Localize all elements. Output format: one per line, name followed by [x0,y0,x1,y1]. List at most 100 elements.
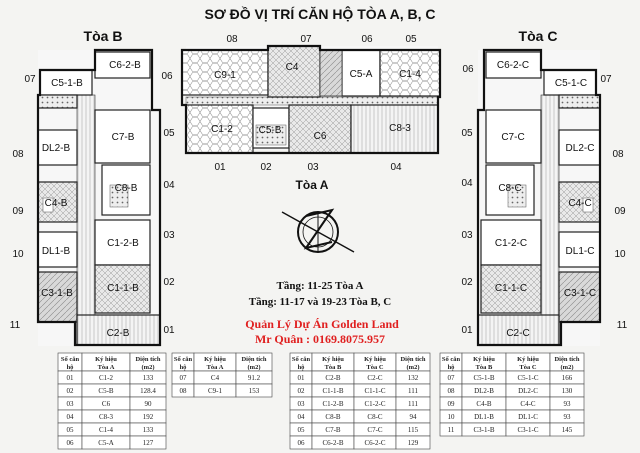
tower-c-plan [476,48,602,347]
unit-dl2-c [558,129,601,166]
table-header: Ký hiệu [517,356,539,363]
unit-number: 04 [390,162,402,173]
table-cell: C5-1-B [474,374,495,382]
tower-c-label: Tòa C [519,28,558,44]
floor-info-bc: Tầng: 11-17 và 19-23 Tòa B, C [249,296,392,308]
table-cell: DL2-B [474,387,494,395]
table-cell: 03 [67,400,75,408]
table-cell: 132 [408,374,419,382]
unit-c1-1-c [480,264,542,314]
table-header: Tòa B [325,364,342,371]
table-cell: 06 [67,439,75,447]
unit-label: C7-C [501,132,524,143]
tower-b-unit-labels: C6-2-B C5-1-B C7-B DL2-B C8-B C4-B C1-2-… [41,60,141,339]
table-header: Ký hiệu [473,356,495,363]
table-cell: 90 [145,400,153,408]
unit-c6-2-c [485,51,542,79]
table-cell: C6 [102,400,111,408]
unit-number: 01 [163,325,175,336]
table-cell: 07 [448,374,456,382]
table-cell: C6-2-B [323,439,344,447]
table-header: Số căn [292,356,311,363]
unit-label: C5-A [350,69,373,80]
table-cell: C5-A [98,439,114,447]
table-cell: 129 [408,439,419,447]
unit-c3-1-c [558,271,601,323]
table-cell: 01 [298,374,306,382]
table-header: (m2) [407,364,420,371]
table-header: (m2) [248,364,261,371]
table-cell: 133 [143,374,154,382]
table-cell: DL2-C [518,387,538,395]
unit-label: C6-2-B [109,60,141,71]
balcony-b [37,94,78,109]
page-title: SƠ ĐỒ VỊ TRÍ CĂN HỘ TÒA A, B, C [204,5,435,22]
tower-b-plan [36,48,162,347]
table-cell: 04 [67,413,75,421]
table-header: Tòa C [519,364,536,371]
unit-label: C8-C [498,183,521,194]
table-header: Diện tích [400,356,425,363]
unit-label: C1-2-B [107,238,139,249]
table-cell: 91.2 [248,374,261,382]
unit-label: C1-1-B [107,283,139,294]
table-cell: C8-C [367,413,383,421]
table-cell: 94 [410,413,418,421]
unit-label: C7-B [112,132,135,143]
table-header: Diện tích [554,356,579,363]
unit-dl1-b [37,231,78,268]
table-header: hộ [67,364,74,371]
table-cell: C4-C [520,400,536,408]
unit-number: 11 [617,320,628,331]
unit-number: 05 [163,128,175,139]
unit-number: 02 [163,277,175,288]
table-header: Tòa A [207,364,224,371]
unit-number: 05 [405,34,417,45]
unit-number: 09 [12,206,24,217]
unit-number: 09 [614,206,626,217]
unit-c9-1 [181,49,269,96]
unit-c2-b [76,314,161,346]
table-cell: C9-1 [208,387,223,395]
tower-b-label: Tòa B [84,28,123,44]
table-header: Ký hiệu [364,356,386,363]
table-cell: 11 [448,426,455,434]
unit-number: 01 [214,162,226,173]
unit-number: 03 [307,162,319,173]
table-cell: 08 [448,387,456,395]
table-header: hộ [298,364,305,371]
unit-label: C2-B [107,328,130,339]
unit-label: C4-C [568,198,591,209]
tower-a-label: Tòa A [296,178,329,192]
unit-c1-1-b [94,264,151,314]
unit-label: DL2-C [566,143,595,154]
table-cell: 02 [298,387,306,395]
unit-label: C8-3 [389,123,411,134]
unit-number: 08 [612,149,624,160]
unit-label: DL2-B [42,143,71,154]
table-header: Số căn [442,356,461,363]
table-cell: C1-2-C [365,400,386,408]
unit-number: 06 [161,71,173,82]
tower-a-plan [180,44,442,155]
unit-number: 05 [461,128,473,139]
balcony-c [558,94,601,109]
unit-number: 03 [461,230,473,241]
table-cell: C1-4 [99,426,114,434]
unit-number: 06 [361,34,373,45]
table-header: Tòa A [98,364,115,371]
table-cell: C3-1-C [518,426,539,434]
table-cell: 153 [249,387,260,395]
unit-number: 08 [226,34,238,45]
unit-c1-4 [379,49,441,97]
unit-number: 07 [300,34,312,45]
unit-number: 07 [24,74,36,85]
